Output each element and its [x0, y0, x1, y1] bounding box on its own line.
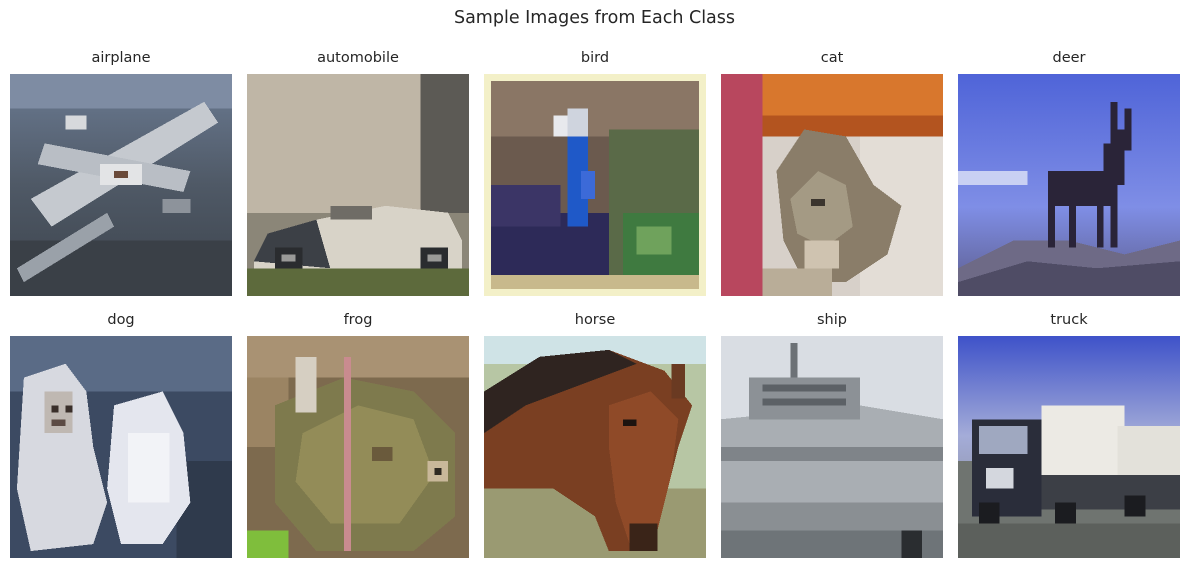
sample-image-cat [721, 74, 943, 296]
sample-image-horse [484, 336, 706, 558]
class-label: airplane [91, 50, 151, 66]
sample-image-deer [958, 74, 1180, 296]
sample-cell-horse: horse [484, 311, 706, 558]
sample-image-airplane [10, 74, 232, 296]
class-label: horse [574, 312, 616, 328]
class-label: dog [107, 312, 135, 328]
sample-image-frog [247, 336, 469, 558]
sample-cell-frog: frog [247, 311, 469, 558]
figure-title: Sample Images from Each Class [453, 8, 736, 28]
class-label: cat [820, 50, 844, 66]
sample-cell-bird: bird [484, 49, 706, 296]
sample-image-ship [721, 336, 943, 558]
class-label: bird [580, 50, 610, 66]
sample-image-automobile [247, 74, 469, 296]
class-label: automobile [317, 50, 399, 66]
sample-cell-airplane: airplane [10, 49, 232, 296]
class-label: ship [817, 312, 847, 328]
class-label: frog [343, 312, 373, 328]
sample-cell-ship: ship [721, 311, 943, 558]
sample-cell-cat: cat [721, 49, 943, 296]
sample-cell-dog: dog [10, 311, 232, 558]
sample-cell-truck: truck [958, 311, 1180, 558]
sample-image-truck [958, 336, 1180, 558]
sample-cell-deer: deer [958, 49, 1180, 296]
sample-image-dog [10, 336, 232, 558]
sample-image-bird [484, 74, 706, 296]
sample-cell-automobile: automobile [247, 49, 469, 296]
class-label: truck [1050, 312, 1088, 328]
class-label: deer [1052, 50, 1086, 66]
